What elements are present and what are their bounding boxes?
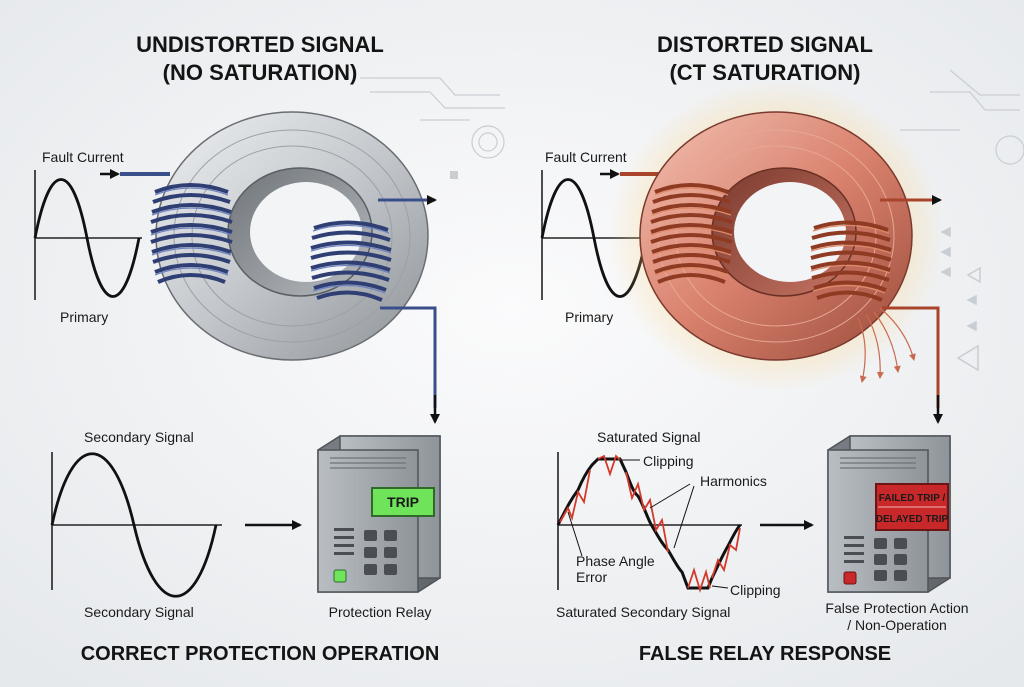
decor-square — [450, 171, 458, 179]
left-secondary-bottom-label: Secondary Signal — [84, 604, 194, 620]
right-footer: FALSE RELAY RESPONSE — [639, 643, 891, 665]
right-annotation-lines — [567, 459, 729, 589]
left-primary-waveform — [33, 170, 142, 300]
left-secondary-top-label: Secondary Signal — [84, 429, 194, 445]
right-clipping-top-label: Clipping — [643, 453, 694, 469]
right-phase-angle-line1: Phase Angle — [576, 553, 655, 569]
right-relay-icon — [827, 435, 951, 593]
right-fault-current-label: Fault Current — [545, 149, 627, 165]
circuit-trace-decoration — [360, 69, 1024, 165]
right-saturated-waveform — [556, 452, 742, 593]
left-title-line2: (NO SATURATION) — [163, 60, 358, 85]
left-current-transformer-icon — [120, 111, 440, 424]
right-clipping-bottom-label: Clipping — [730, 582, 781, 598]
left-relay-display: TRIP — [387, 494, 419, 510]
left-secondary-waveform — [50, 452, 222, 598]
left-fault-current-label: Fault Current — [42, 149, 124, 165]
right-relay-display-line1: FAILED TRIP / — [879, 493, 946, 504]
left-footer: CORRECT PROTECTION OPERATION — [81, 643, 440, 665]
right-harmonics-label: Harmonics — [700, 473, 767, 489]
right-relay-display-line2: DELAYED TRIP — [876, 514, 949, 525]
decor-triangles — [940, 226, 981, 372]
right-current-transformer-icon — [608, 80, 944, 424]
right-relay-label-line1: False Protection Action — [825, 600, 968, 616]
right-primary-label: Primary — [565, 309, 613, 325]
left-title-line1: UNDISTORTED SIGNAL — [136, 32, 384, 57]
right-saturated-signal-label: Saturated Signal — [597, 429, 701, 445]
left-primary-label: Primary — [60, 309, 108, 325]
right-saturated-secondary-label: Saturated Secondary Signal — [556, 604, 730, 620]
right-phase-angle-line2: Error — [576, 569, 607, 585]
left-relay-label: Protection Relay — [329, 604, 432, 620]
right-title-line1: DISTORTED SIGNAL — [657, 32, 873, 57]
right-relay-label-line2: / Non-Operation — [847, 617, 947, 633]
left-relay-icon — [317, 435, 441, 593]
